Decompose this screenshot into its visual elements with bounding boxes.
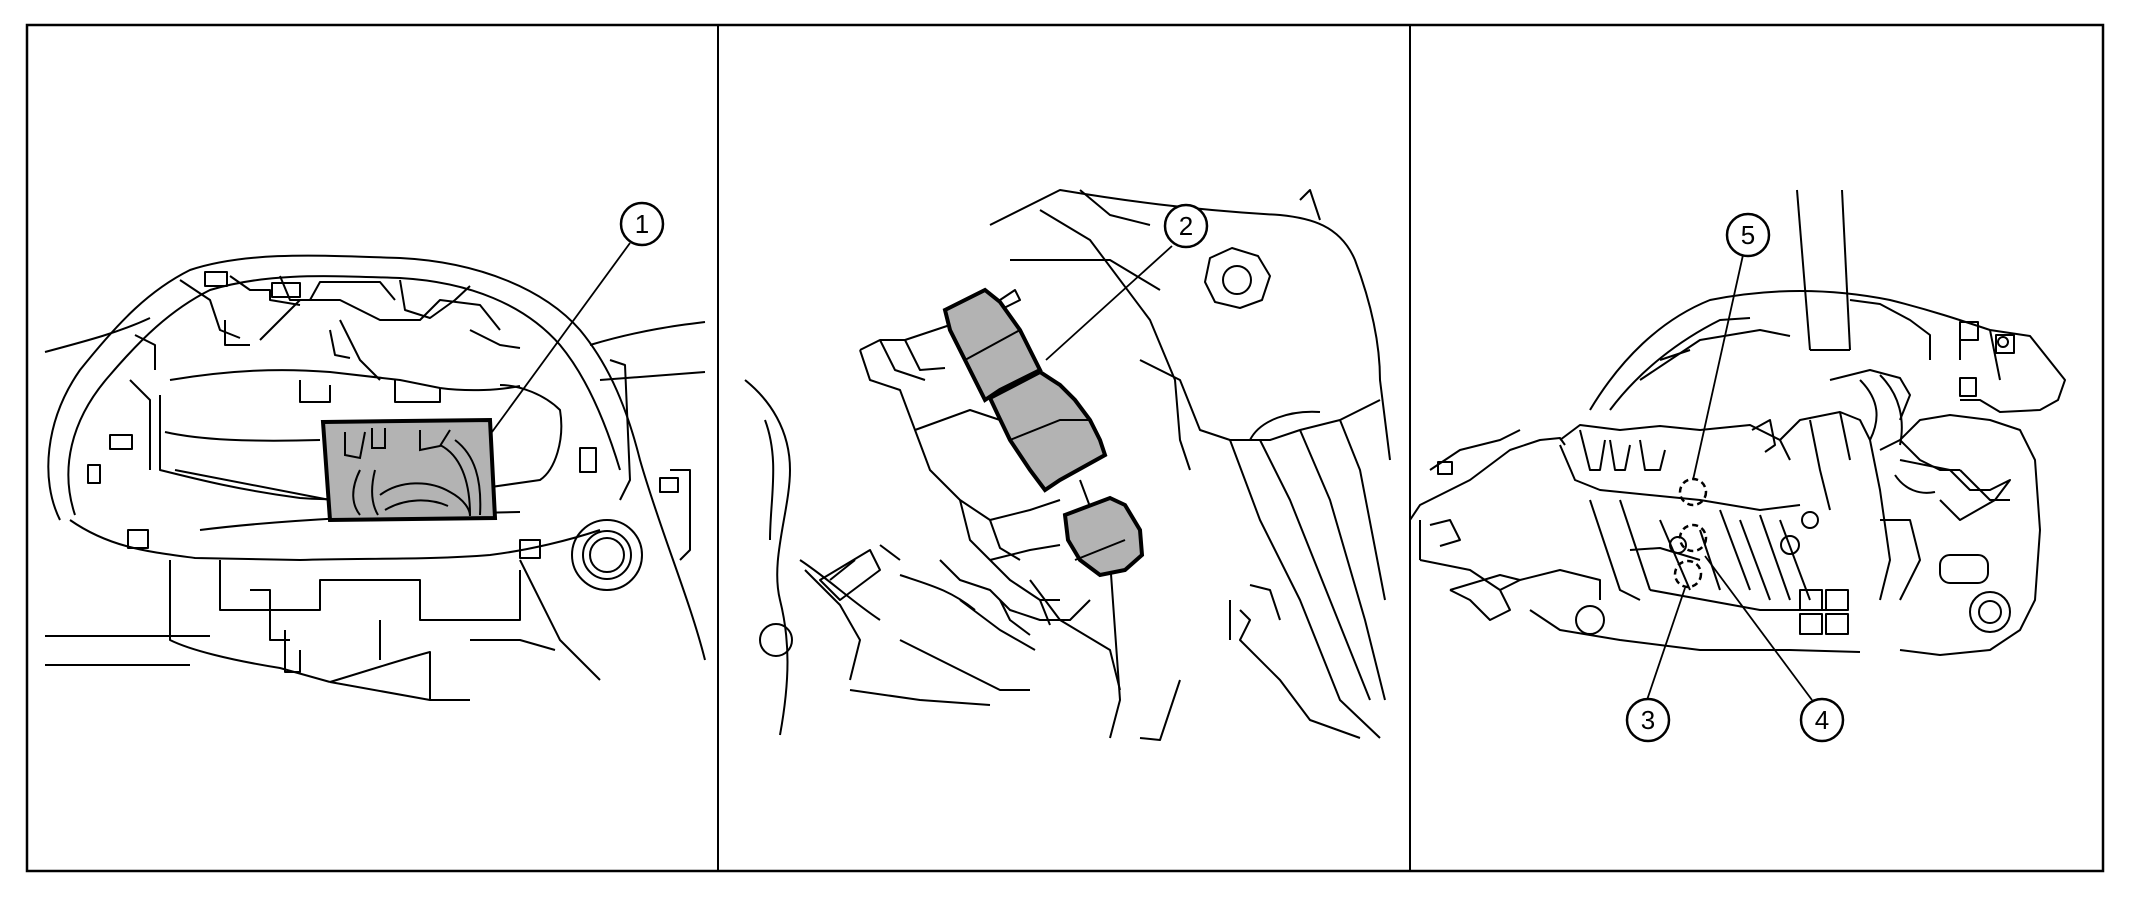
leader-lines: [491, 242, 1813, 701]
callout-3: 3: [1625, 697, 1671, 743]
leader-line-1: [491, 242, 631, 433]
callout-label-1: 1: [635, 209, 649, 239]
highlighted-connector-2: [942, 287, 1145, 578]
leader-line-3: [1646, 587, 1686, 701]
clip-marker-5: [1678, 477, 1708, 507]
callout-label-5: 5: [1741, 220, 1755, 250]
callout-label-3: 3: [1641, 705, 1655, 735]
callout-label-2: 2: [1179, 211, 1193, 241]
callout-label-4: 4: [1815, 705, 1829, 735]
leader-line-4: [1704, 555, 1813, 701]
callout-1: 1: [619, 201, 665, 247]
panel-middle-connector: [744, 189, 1391, 741]
leader-line-5: [1692, 254, 1744, 481]
clip-marker-4: [1678, 523, 1708, 553]
leader-line-2: [1045, 245, 1173, 361]
callout-2: 2: [1163, 203, 1209, 249]
callout-4: 4: [1799, 697, 1845, 743]
highlighted-module-1: [320, 417, 498, 523]
figure-border: [25, 23, 2105, 873]
panel-right-shifter: [1409, 189, 2066, 656]
clip-marker-3: [1673, 559, 1703, 589]
callout-5: 5: [1725, 212, 1771, 258]
panel-left-console: [44, 254, 706, 701]
